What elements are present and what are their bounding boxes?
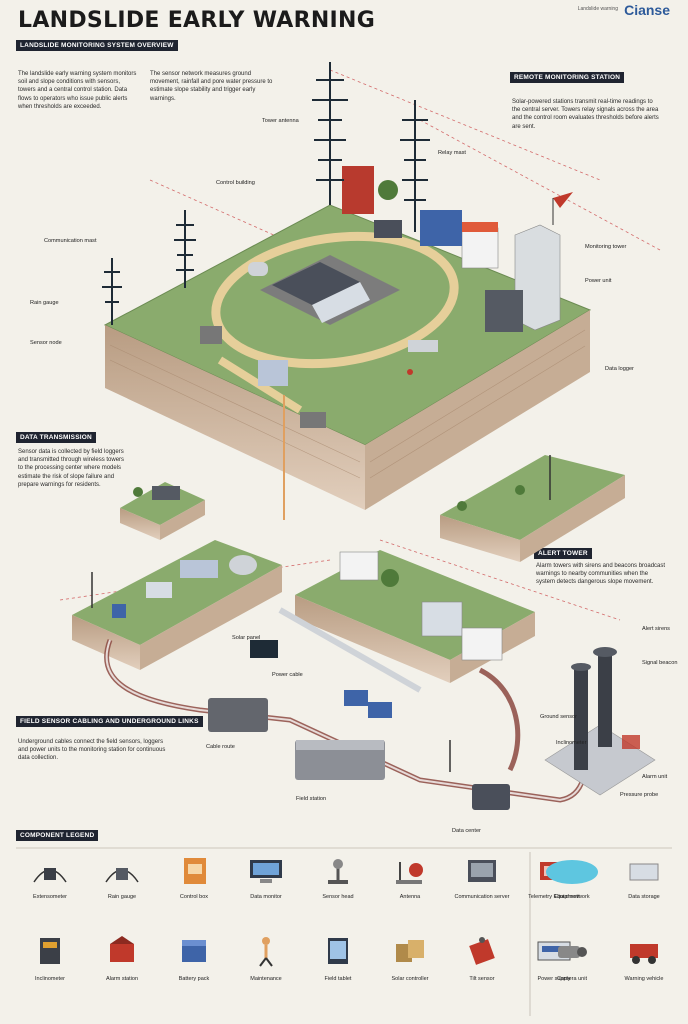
warning-vehicle-icon — [630, 944, 658, 964]
main-terrain-block — [103, 166, 592, 520]
legend-row-1-right: Cloud network Data storage — [536, 856, 680, 901]
label-solar-panel: Solar panel — [232, 635, 261, 641]
legend-row-2-right: Camera unit Warning vehicle — [536, 934, 680, 983]
legend-item: Battery pack — [158, 934, 230, 983]
station-header: REMOTE MONITORING STATION — [510, 72, 625, 83]
legend-item: Maintenance — [230, 934, 302, 983]
label-tower-antenna: Tower antenna — [262, 118, 299, 124]
legend-item: Camera unit — [536, 934, 608, 983]
transmission-towers — [102, 62, 430, 325]
label-rain-gauge: Rain gauge — [30, 300, 59, 306]
label-alarm-unit: Alarm unit — [642, 774, 668, 780]
label-signal-beacon: Signal beacon — [642, 660, 678, 666]
alarm-station-icon — [110, 936, 134, 962]
overview-paragraph: The landslide early warning system monit… — [18, 71, 137, 110]
brand-logo: Cianse — [624, 2, 670, 18]
legend-item: Alarm station — [86, 934, 158, 983]
field-tablet-icon — [328, 938, 348, 964]
legend-item: Warning vehicle — [608, 934, 680, 983]
legend-item: Extensometer — [14, 856, 86, 901]
alert-tower — [544, 647, 656, 796]
legend-item: Inclinometer — [14, 934, 86, 983]
mid-left-terrain-block — [72, 540, 282, 670]
data-storage-icon — [629, 863, 659, 881]
camera-unit-icon — [558, 946, 587, 958]
communication-server-icon — [468, 860, 496, 882]
legend-item: Data storage — [608, 856, 680, 901]
sensor-head-icon — [328, 859, 348, 884]
solar-controller-icon — [396, 940, 424, 962]
label-cable-route: Cable route — [206, 744, 235, 750]
extensometer-icon — [33, 868, 67, 883]
label-sensor-node: Sensor node — [30, 340, 62, 346]
right-terrain-block — [440, 455, 625, 562]
legend-item: Rain gauge — [86, 856, 158, 901]
alert-paragraph: Alarm towers with sirens and beacons bro… — [536, 563, 666, 586]
label-inclinometer: Inclinometer — [556, 740, 587, 746]
maintenance-icon — [259, 937, 273, 967]
legend-item: Control box — [158, 856, 230, 901]
legend-item: Communication server — [446, 856, 518, 901]
label-relay-mast: Relay mast — [438, 150, 466, 156]
label-data-center: Data center — [452, 828, 481, 834]
overview-header: LANDSLIDE MONITORING SYSTEM OVERVIEW — [16, 40, 178, 51]
legend-item: Field tablet — [302, 934, 374, 983]
station-paragraph: Solar-powered stations transmit real-tim… — [512, 99, 659, 130]
sensor-paragraph: The sensor network measures ground movem… — [150, 71, 273, 102]
legend-row-1: Extensometer Rain gauge Control box Data… — [14, 856, 590, 901]
antenna-icon — [396, 862, 423, 884]
control-box-icon — [184, 858, 206, 884]
legend-row-2: Inclinometer Alarm station Battery pack … — [14, 934, 590, 983]
transmission-paragraph: Sensor data is collected by field logger… — [18, 449, 125, 488]
left-terrain-block — [120, 482, 205, 540]
label-power-cable: Power cable — [272, 672, 303, 678]
page-title: LANDSLIDE EARLY WARNING — [18, 8, 376, 33]
label-ground-sensor: Ground sensor — [540, 714, 578, 720]
label-power-unit: Power unit — [585, 278, 612, 284]
battery-pack-icon — [182, 940, 206, 962]
mid-right-terrain-block — [295, 550, 535, 683]
data-monitor-icon — [250, 860, 282, 883]
label-field-station: Field station — [296, 796, 327, 802]
alert-header: ALERT TOWER — [534, 548, 592, 559]
label-communication-mast: Communication mast — [44, 238, 97, 244]
legend-item: Solar controller — [374, 934, 446, 983]
label-pressure-probe: Pressure probe — [620, 792, 659, 798]
legend-item: Cloud network — [536, 856, 608, 901]
label-alert-sirens: Alert sirens — [642, 626, 670, 632]
inclinometer-icon — [40, 938, 60, 964]
rain-gauge-icon — [105, 868, 139, 883]
label-monitoring-tower: Monitoring tower — [585, 244, 627, 250]
label-control-building: Control building — [216, 180, 255, 186]
cabling-header: FIELD SENSOR CABLING AND UNDERGROUND LIN… — [16, 716, 203, 727]
legend-item: Tilt sensor — [446, 934, 518, 983]
legend-item: Data monitor — [230, 856, 302, 901]
legend-item: Antenna — [374, 856, 446, 901]
label-data-logger: Data logger — [605, 366, 634, 372]
underground-equipment — [208, 607, 510, 810]
cabling-paragraph: Underground cables connect the field sen… — [18, 739, 166, 762]
legend-header: COMPONENT LEGEND — [16, 830, 99, 841]
transmission-header: DATA TRANSMISSION — [16, 432, 96, 443]
legend-item: Sensor head — [302, 856, 374, 901]
top-caption: Landslide warning — [577, 6, 618, 12]
tilt-sensor-icon — [469, 937, 495, 965]
cloud-network-icon — [546, 860, 598, 884]
